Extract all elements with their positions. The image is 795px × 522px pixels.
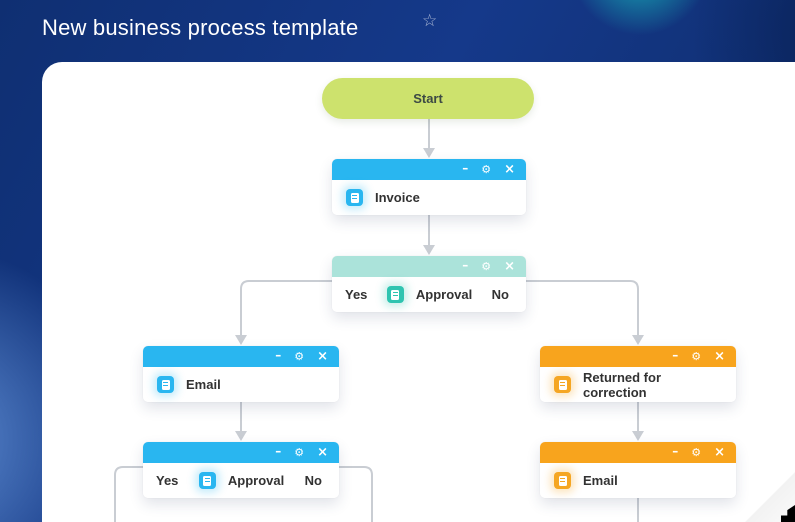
close-icon[interactable]: × bbox=[317, 348, 328, 364]
node-start[interactable]: Start bbox=[322, 78, 534, 119]
document-icon bbox=[346, 189, 363, 206]
yes-port-label: Yes bbox=[345, 287, 368, 302]
window-titlebar[interactable]: – ⚙ × bbox=[143, 442, 339, 463]
gear-icon[interactable]: ⚙ bbox=[294, 350, 305, 363]
window-titlebar[interactable]: – ⚙ × bbox=[332, 159, 526, 180]
flow-connectors bbox=[114, 119, 644, 522]
close-icon[interactable]: × bbox=[714, 348, 725, 364]
node-label: Approval bbox=[227, 473, 285, 488]
document-icon bbox=[386, 286, 404, 303]
node-label: Email bbox=[583, 473, 618, 488]
node-email-2[interactable]: – ⚙ × Email bbox=[540, 442, 736, 498]
node-approval-2[interactable]: – ⚙ × Yes Approval No bbox=[143, 442, 339, 498]
node-invoice[interactable]: – ⚙ × Invoice bbox=[332, 159, 526, 215]
node-approval-1[interactable]: – ⚙ × Yes Approval No bbox=[332, 256, 526, 312]
gear-icon[interactable]: ⚙ bbox=[691, 350, 702, 363]
close-icon[interactable]: × bbox=[317, 444, 328, 460]
close-icon[interactable]: × bbox=[504, 161, 515, 177]
gear-icon[interactable]: ⚙ bbox=[294, 446, 305, 459]
document-icon bbox=[554, 376, 571, 393]
minimize-icon[interactable]: – bbox=[462, 257, 469, 272]
minimize-icon[interactable]: – bbox=[672, 347, 679, 362]
gear-icon[interactable]: ⚙ bbox=[481, 163, 492, 176]
no-port-label: No bbox=[304, 473, 322, 488]
window-titlebar[interactable]: – ⚙ × bbox=[143, 346, 339, 367]
close-icon[interactable]: × bbox=[714, 444, 725, 460]
node-label: Approval bbox=[415, 287, 473, 302]
favorite-star-icon[interactable]: ☆ bbox=[422, 11, 438, 31]
node-label: Invoice bbox=[375, 190, 420, 205]
window-titlebar[interactable]: – ⚙ × bbox=[540, 346, 736, 367]
cursor-shadow bbox=[737, 468, 795, 522]
window-titlebar[interactable]: – ⚙ × bbox=[332, 256, 526, 277]
start-label: Start bbox=[413, 91, 443, 106]
document-icon bbox=[554, 472, 571, 489]
minimize-icon[interactable]: – bbox=[672, 443, 679, 458]
document-icon bbox=[157, 376, 174, 393]
gear-icon[interactable]: ⚙ bbox=[691, 446, 702, 459]
close-icon[interactable]: × bbox=[504, 258, 515, 274]
node-returned-for-correction[interactable]: – ⚙ × Returned for correction bbox=[540, 346, 736, 402]
minimize-icon[interactable]: – bbox=[275, 443, 282, 458]
node-label: Email bbox=[186, 377, 221, 392]
minimize-icon[interactable]: – bbox=[462, 160, 469, 175]
yes-port-label: Yes bbox=[156, 473, 179, 488]
gear-icon[interactable]: ⚙ bbox=[481, 260, 492, 273]
flow-canvas[interactable]: Start – ⚙ × Invoice – ⚙ × Yes bbox=[42, 62, 795, 522]
minimize-icon[interactable]: – bbox=[275, 347, 282, 362]
node-email-1[interactable]: – ⚙ × Email bbox=[143, 346, 339, 402]
no-port-label: No bbox=[491, 287, 509, 302]
node-label: Returned for correction bbox=[583, 369, 661, 400]
document-icon bbox=[198, 472, 216, 489]
window-titlebar[interactable]: – ⚙ × bbox=[540, 442, 736, 463]
page-title: New business process template bbox=[42, 15, 359, 40]
app-header: New business process template ☆ bbox=[0, 0, 795, 62]
